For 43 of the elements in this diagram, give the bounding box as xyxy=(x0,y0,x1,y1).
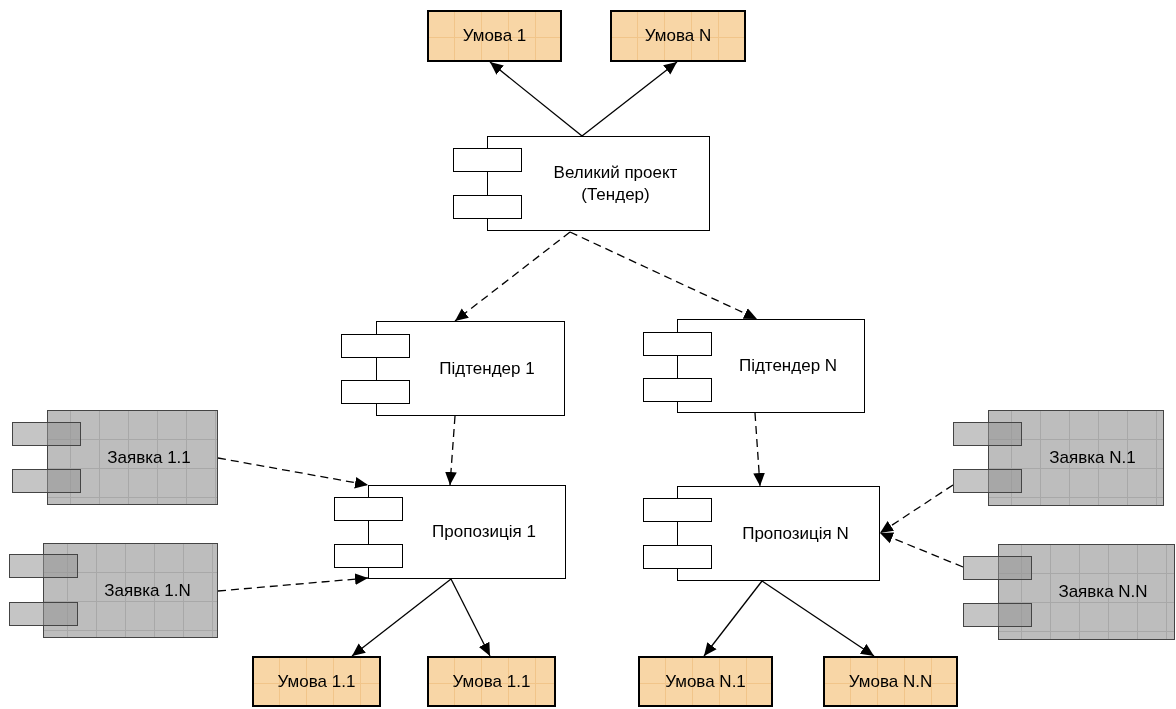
condition-box xyxy=(427,656,556,707)
arrow xyxy=(581,61,678,137)
arrow xyxy=(489,61,583,137)
arrow xyxy=(761,580,875,657)
node-label: Заявка N.1 xyxy=(1049,447,1136,469)
component-box xyxy=(453,136,710,231)
node-label: Умова 1 xyxy=(462,25,527,47)
request-component-box xyxy=(12,410,218,505)
arrow xyxy=(450,578,491,657)
node-label: Умова 1.1 xyxy=(277,670,356,693)
dashed-arrow xyxy=(569,231,758,320)
node-label: Умова N xyxy=(644,25,712,47)
node-label: Заявка 1.1 xyxy=(107,446,191,469)
node-label: Умова N.1 xyxy=(665,670,746,693)
request-component-box xyxy=(9,543,218,638)
node-label: Великий проект (Тендер) xyxy=(552,162,679,205)
node-label: Заявка N.N xyxy=(1058,581,1148,603)
arrow xyxy=(351,578,452,657)
node-label: Підтендер 1 xyxy=(439,357,535,380)
condition-box xyxy=(252,656,381,707)
condition-box xyxy=(638,656,773,707)
component-box xyxy=(643,319,865,413)
component-box xyxy=(341,321,565,416)
arrow xyxy=(703,580,763,657)
request-component-box xyxy=(953,410,1164,506)
node-label: Заявка 1.N xyxy=(104,579,191,602)
component-box xyxy=(643,486,880,581)
dashed-arrow xyxy=(217,457,369,489)
request-component-box xyxy=(963,544,1175,640)
node-label: Пропозиція 1 xyxy=(432,521,536,543)
condition-box xyxy=(427,10,562,62)
node-label: Умова 1.1 xyxy=(452,670,531,693)
component-box xyxy=(334,485,566,579)
condition-box xyxy=(823,656,958,707)
dashed-arrow xyxy=(217,573,369,592)
dashed-arrow xyxy=(454,231,571,322)
dashed-arrow xyxy=(445,415,457,486)
node-label: Пропозиція N xyxy=(742,522,849,545)
node-label: Підтендер N xyxy=(738,355,838,377)
dashed-arrow xyxy=(753,412,765,487)
node-label: Умова N.N xyxy=(848,670,933,693)
condition-box xyxy=(610,10,746,62)
dashed-arrow xyxy=(879,484,954,534)
